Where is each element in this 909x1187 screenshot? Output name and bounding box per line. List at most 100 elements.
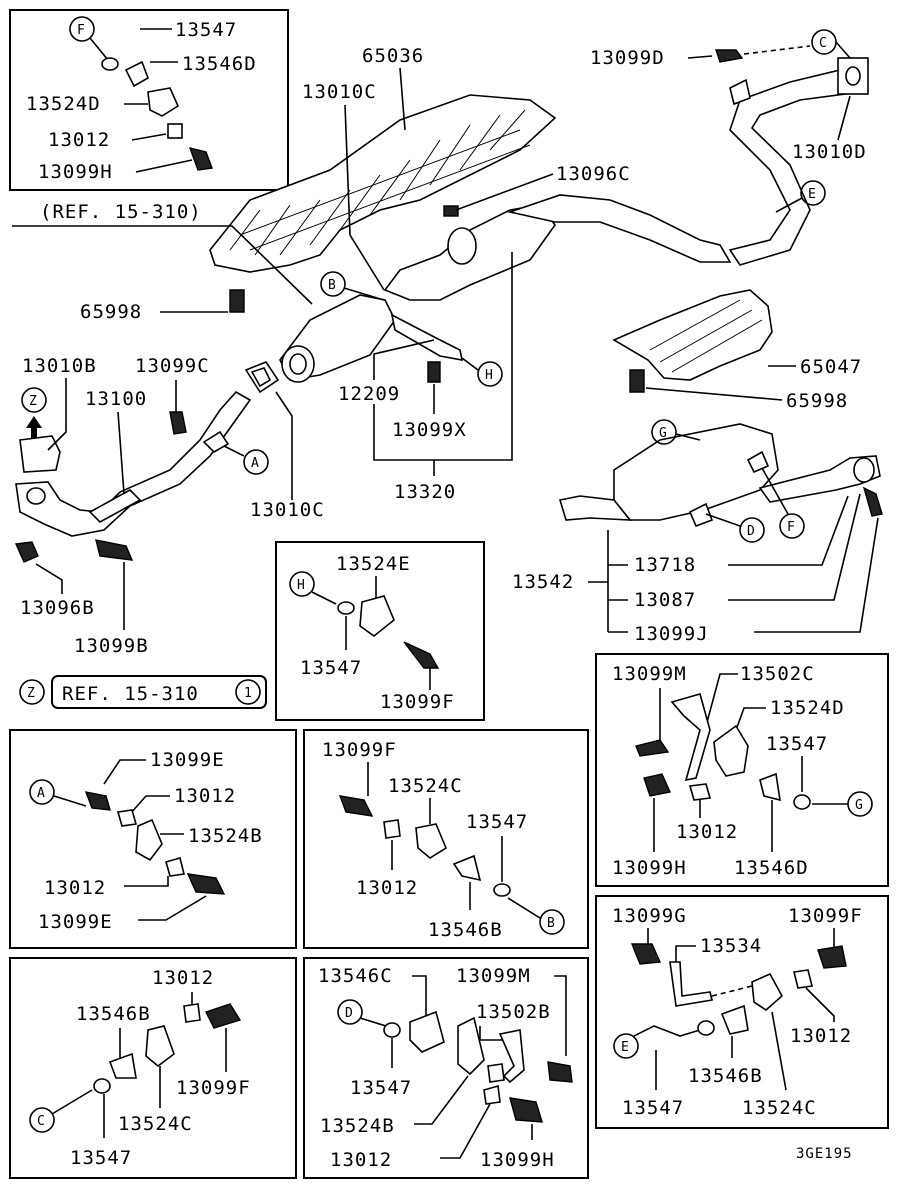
callout-a-mid: A (251, 456, 259, 471)
label-65998-a: 65998 (80, 301, 142, 323)
label-13100: 13100 (85, 388, 147, 410)
callout-g-mid: G (659, 426, 667, 441)
bracket-icon (124, 60, 149, 88)
bolt-65998-icon (229, 289, 245, 313)
bracket-13546b-e-icon (720, 1004, 749, 1035)
inset-b-label-13012: 13012 (356, 877, 418, 899)
bolt-13099e-b-icon (186, 873, 226, 895)
hanger-13524e-icon (359, 595, 395, 638)
hanger-13524c-b-icon (415, 823, 447, 859)
washer-c-icon (93, 1078, 111, 1094)
callout-e-top: E (808, 187, 816, 202)
label-13099x: 13099X (392, 419, 467, 441)
center-muffler (383, 194, 732, 301)
bracket-13546b-b-icon (452, 854, 482, 882)
bolt-13099g-icon (630, 943, 662, 965)
hanger-13524c-e-icon (751, 972, 784, 1012)
inset-a-callout: A (37, 786, 45, 801)
inset-e-label-13547: 13547 (622, 1097, 684, 1119)
bolt-13099h-d-icon (509, 1097, 543, 1123)
intermediate-pipe (728, 57, 869, 266)
inset-b-label-13546b: 13546B (428, 919, 503, 941)
collar-icon (167, 123, 183, 139)
inset-c-box: 13012 13546B 13099F C 13524C 13547 (9, 957, 297, 1179)
label-ref-top: (REF. 15-310) (40, 201, 202, 223)
label-13099b: 13099B (74, 635, 149, 657)
inset-c-label-13546b: 13546B (76, 1003, 151, 1025)
inset-b-callout: B (547, 916, 555, 931)
inset-d-label-13012: 13012 (330, 1149, 392, 1171)
inset-h-label-13547: 13547 (300, 657, 362, 679)
callout-ref-1: 1 (244, 686, 252, 701)
label-65036: 65036 (362, 45, 424, 67)
callout-h-mid: H (485, 368, 493, 383)
hanger-13524d-icon (713, 724, 749, 777)
collar-e-icon (793, 969, 813, 989)
inset-f-label-13546d: 13546D (182, 53, 257, 75)
inset-d-label-13546c: 13546C (318, 965, 393, 987)
inset-c-label-13099f: 13099F (176, 1077, 251, 1099)
inset-a-label-13524b: 13524B (188, 825, 263, 847)
inset-g-label-13524d: 13524D (770, 697, 845, 719)
inset-e-label-13524c: 13524C (742, 1097, 817, 1119)
rubber-hanger-icon (147, 87, 180, 117)
callout-z: Z (29, 394, 37, 409)
bracket-13546b-c-icon (108, 1052, 137, 1079)
bolt-13099b-icon (95, 539, 134, 561)
inset-c-callout: C (37, 1114, 45, 1129)
inset-f-label-13547: 13547 (175, 19, 237, 41)
inset-e-box: 13099G 13099F 13534 13012 E 13546B 13547… (595, 895, 889, 1129)
bracket-12209 (390, 313, 464, 361)
callout-c-top: C (819, 36, 827, 51)
label-13099j: 13099J (634, 623, 709, 645)
label-13099d: 13099D (590, 47, 665, 69)
inset-g-callout: G (855, 798, 863, 813)
label-12209: 12209 (338, 383, 400, 405)
bolt-13099f-c-icon (205, 1003, 242, 1029)
nut-icon (443, 205, 459, 217)
label-13099c: 13099C (135, 355, 210, 377)
hanger-13524b-a-icon (135, 818, 163, 862)
bracket-13546d-icon (759, 772, 781, 802)
hanger-13524b-d-icon (457, 1016, 485, 1076)
washer-g-icon (793, 794, 811, 810)
inset-f-callout-letter: F (77, 23, 85, 38)
bolt-13099e-a-icon (84, 791, 111, 811)
inset-h-label-13524e: 13524E (336, 553, 411, 575)
label-13087: 13087 (634, 589, 696, 611)
inset-f-label-13012: 13012 (48, 129, 110, 151)
diagram-code: 3GE195 (796, 1146, 853, 1162)
label-ref-z: REF. 15-310 (62, 683, 199, 705)
label-13718: 13718 (634, 554, 696, 576)
inset-g-label-13547: 13547 (766, 733, 828, 755)
bolt-icon (188, 147, 213, 171)
inset-g-label-13099m: 13099M (612, 663, 687, 685)
collar-a2-icon (165, 857, 185, 877)
heat-shield-65036 (209, 94, 557, 273)
inset-g-label-13546d: 13546D (734, 857, 809, 879)
inset-b-label-13099f: 13099F (322, 739, 397, 761)
inset-f-label-13524d: 13524D (26, 93, 101, 115)
washer-h-icon (337, 601, 355, 615)
inset-d-box: 13546C 13099M D 13502B 13547 13524B 1301… (303, 957, 589, 1179)
label-13096c: 13096C (556, 163, 631, 185)
bolt-13099m-d-icon (547, 1061, 573, 1083)
collar-d2-icon (483, 1084, 501, 1105)
label-13542: 13542 (512, 571, 574, 593)
heat-shield-65047 (612, 289, 773, 381)
collar-a1-icon (116, 809, 138, 827)
label-13010c-b: 13010C (250, 499, 325, 521)
inset-f-box: F 13547 13546D 13524D 13012 13099H (9, 9, 289, 191)
inset-a-label-13099e2: 13099E (38, 911, 113, 933)
washer-d-icon (383, 1022, 401, 1038)
callout-d-mid: D (747, 524, 755, 539)
inset-g-label-13099h: 13099H (612, 857, 687, 879)
bolt-13099f-h-icon (403, 641, 440, 669)
bolt-13099h-g-icon (643, 773, 671, 797)
inset-f-label-13099h: 13099H (38, 161, 113, 183)
inset-g-box: 13099M 13502C 13524D 13547 G 13012 13099… (595, 653, 889, 887)
bolt-13099d-icon (715, 49, 744, 63)
inset-b-label-13524c: 13524C (388, 775, 463, 797)
label-65047: 65047 (800, 356, 862, 378)
